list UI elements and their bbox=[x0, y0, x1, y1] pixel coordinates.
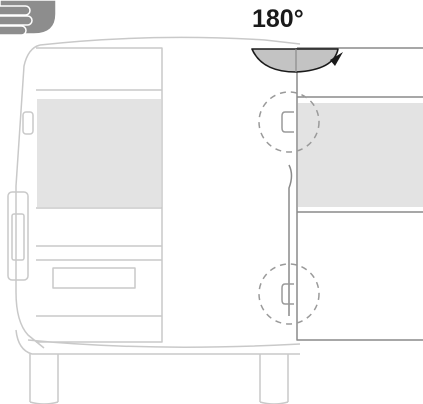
upper-hinge-marker bbox=[258, 91, 320, 153]
lower-hinge-marker bbox=[258, 263, 320, 325]
rotation-angle-label: 180° bbox=[252, 5, 304, 33]
right-door-window bbox=[298, 103, 423, 207]
hand-icon bbox=[0, 0, 57, 36]
left-door-window bbox=[37, 99, 161, 207]
van-body bbox=[7, 36, 301, 404]
right-door bbox=[288, 47, 423, 341]
rotation-arc-icon bbox=[251, 48, 343, 73]
